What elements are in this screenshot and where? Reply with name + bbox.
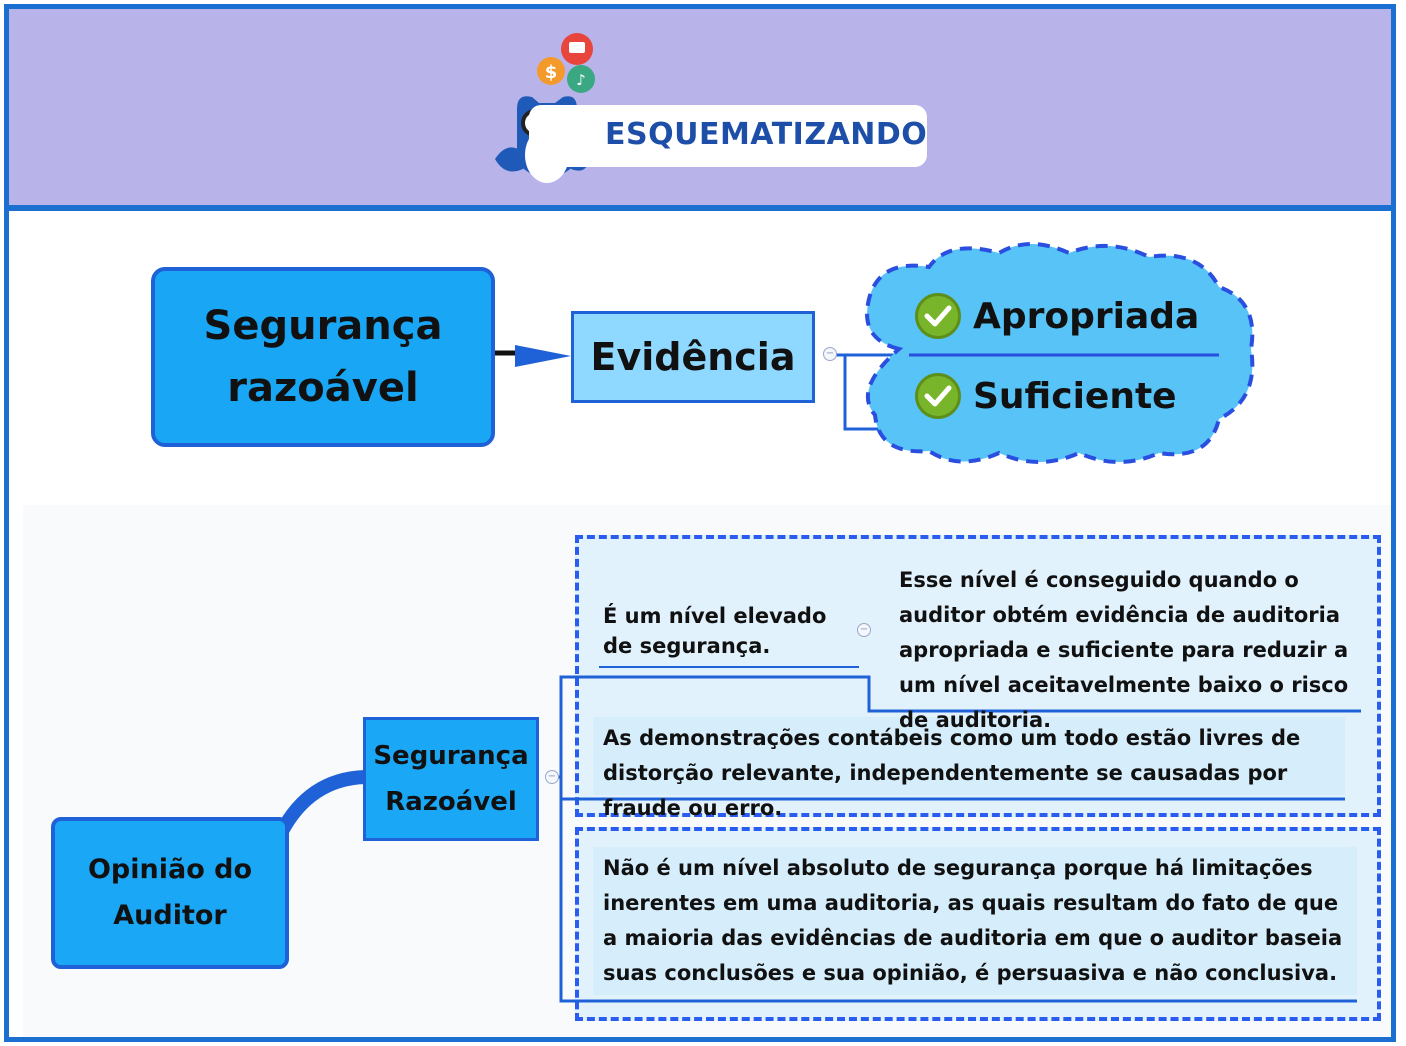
- branch-1-note: As demonstrações contábeis como um todo …: [603, 726, 1301, 820]
- collapse-toggle[interactable]: −: [857, 623, 871, 637]
- collapse-toggle[interactable]: −: [545, 770, 559, 784]
- branch-1-detail: Esse nível é conseguido quando o auditor…: [899, 568, 1349, 732]
- leaf-label: Suficiente: [973, 375, 1177, 417]
- collapse-toggle[interactable]: −: [823, 347, 837, 361]
- root-node-opiniao-auditor: Opinião do Auditor: [51, 817, 289, 969]
- svg-text:♪: ♪: [576, 71, 586, 89]
- note-strip: [593, 717, 1345, 795]
- branch-1-label: É um nível elevado de segurança.: [603, 604, 827, 658]
- branch-2-label: Não é um nível absoluto de segurança por…: [603, 856, 1343, 985]
- branch-2-strip: [593, 847, 1357, 995]
- check-icon: [915, 293, 961, 339]
- svg-text:$: $: [545, 62, 558, 83]
- cloud-shape: [865, 242, 1255, 464]
- brand-name: ESQUEMATIZANDO: [605, 117, 928, 152]
- node-evidencia: Evidência: [571, 311, 815, 403]
- leaf-label: Apropriada: [973, 295, 1200, 337]
- leaf-apropriada: Apropriada: [915, 293, 1199, 339]
- brand-pill: [529, 105, 927, 167]
- page-frame: $ ♪ ESQUEMATIZANDO Segurança razoável Ev…: [4, 4, 1396, 1042]
- check-icon: [915, 373, 961, 419]
- node-seguranca-razoavel: Segurança Razoável: [363, 717, 539, 841]
- root-node-seguranca-razoavel: Segurança razoável: [151, 267, 495, 447]
- leaf-suficiente: Suficiente: [915, 373, 1177, 419]
